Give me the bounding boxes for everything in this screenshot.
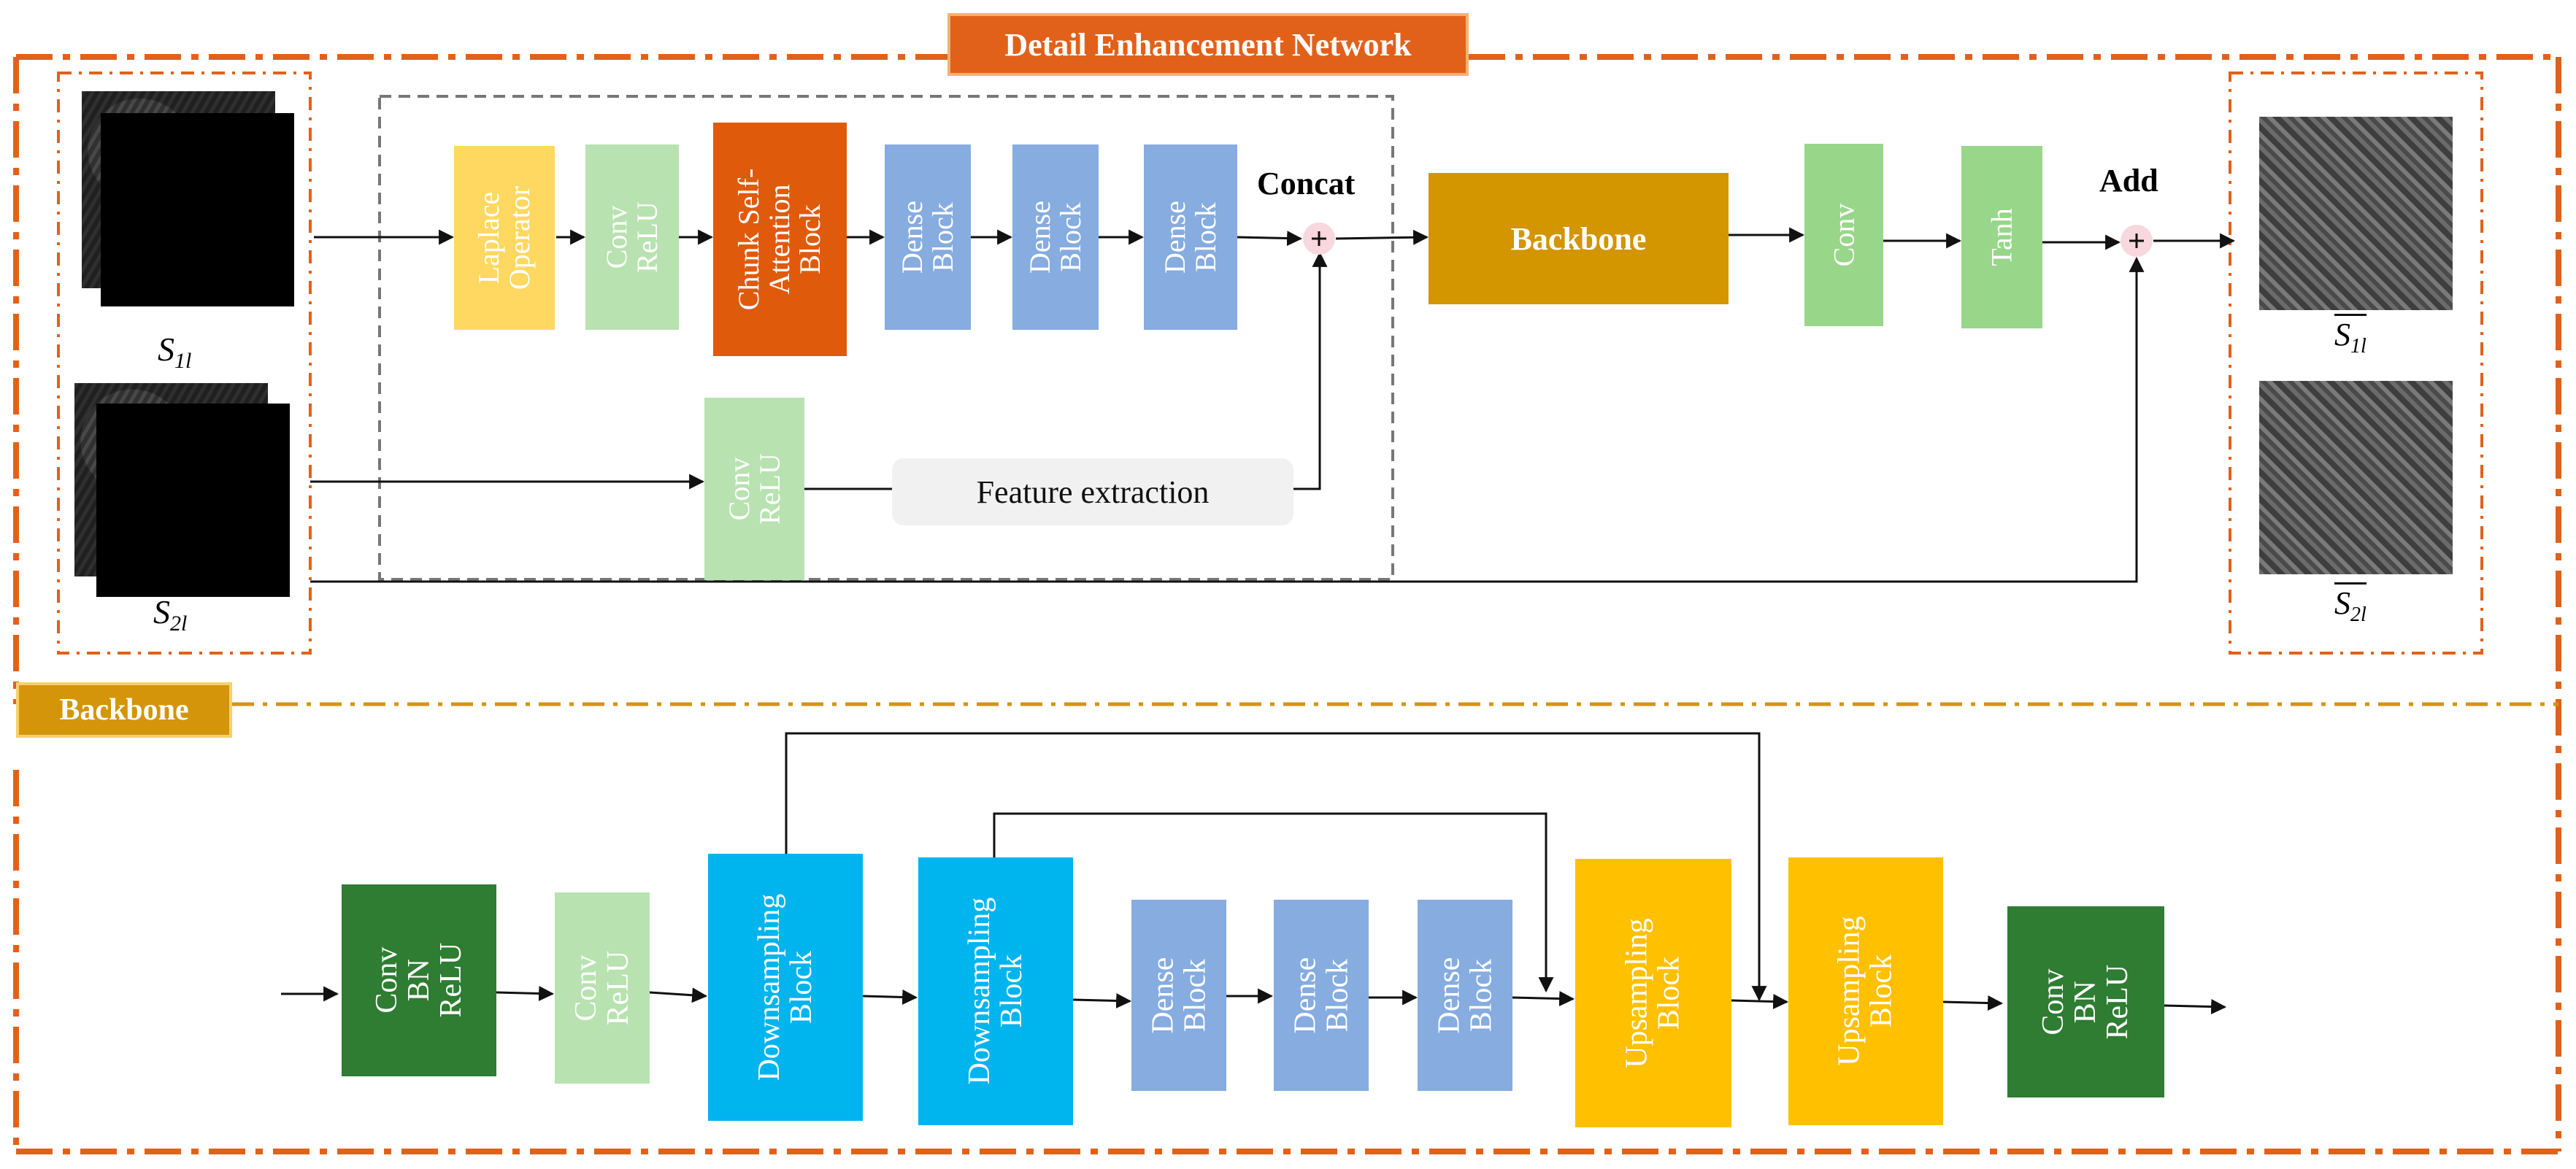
outer-frame bbox=[13, 54, 2561, 1154]
output-frame bbox=[2229, 72, 2483, 655]
upsampling-block-1: Upsampling Block bbox=[1575, 859, 1731, 1127]
dense-block-top-2: Dense Block bbox=[1012, 144, 1099, 330]
conv-relu-block-1: Conv ReLU bbox=[585, 144, 679, 330]
conv-relu-block-2: Conv ReLU bbox=[704, 398, 804, 580]
feature-frame bbox=[378, 95, 1394, 581]
dense-block-top-3: Dense Block bbox=[1144, 144, 1237, 330]
conv-block-top: Conv bbox=[1804, 144, 1883, 326]
dense-block-backbone-3: Dense Block bbox=[1418, 900, 1512, 1091]
dense-block-backbone-1: Dense Block bbox=[1131, 900, 1226, 1091]
concat-label: Concat bbox=[1257, 166, 1356, 201]
output-image-1 bbox=[2259, 117, 2453, 310]
conv-relu-block-backbone: Conv ReLU bbox=[555, 892, 650, 1084]
add-label: Add bbox=[2099, 163, 2158, 198]
header-title: Detail Enhancement Network bbox=[1004, 26, 1412, 63]
dense-block-top-1: Dense Block bbox=[885, 144, 971, 330]
header-title-box: Detail Enhancement Network bbox=[947, 13, 1469, 76]
input-frame bbox=[57, 72, 312, 655]
input-image-2 bbox=[96, 404, 290, 597]
downsampling-block-2: Downsampling Block bbox=[918, 857, 1073, 1125]
output-image-2 bbox=[2259, 381, 2453, 574]
conv-bn-relu-block-2: Conv BN ReLU bbox=[2007, 906, 2164, 1097]
downsampling-block-1: Downsampling Block bbox=[708, 854, 863, 1121]
tanh-block: Tanh bbox=[1961, 146, 2042, 328]
conv-bn-relu-block-1: Conv BN ReLU bbox=[342, 884, 496, 1076]
backbone-block: Backbone bbox=[1429, 173, 1729, 304]
input-label-1: S1l bbox=[158, 331, 192, 374]
chunk-self-attention-block: Chunk Self- Attention Block bbox=[713, 123, 847, 356]
output-label-2: S2l bbox=[2334, 582, 2367, 627]
input-image-1 bbox=[101, 113, 294, 306]
dense-block-backbone-2: Dense Block bbox=[1274, 900, 1369, 1091]
output-label-1: S1l bbox=[2334, 314, 2367, 358]
laplace-operator-block: Laplace Operator bbox=[454, 146, 555, 330]
backbone-section-title-box: Backbone bbox=[16, 682, 232, 738]
input-label-2: S2l bbox=[153, 593, 188, 636]
feature-extraction-box: Feature extraction bbox=[892, 458, 1293, 525]
upsampling-block-2: Upsampling Block bbox=[1788, 857, 1943, 1125]
